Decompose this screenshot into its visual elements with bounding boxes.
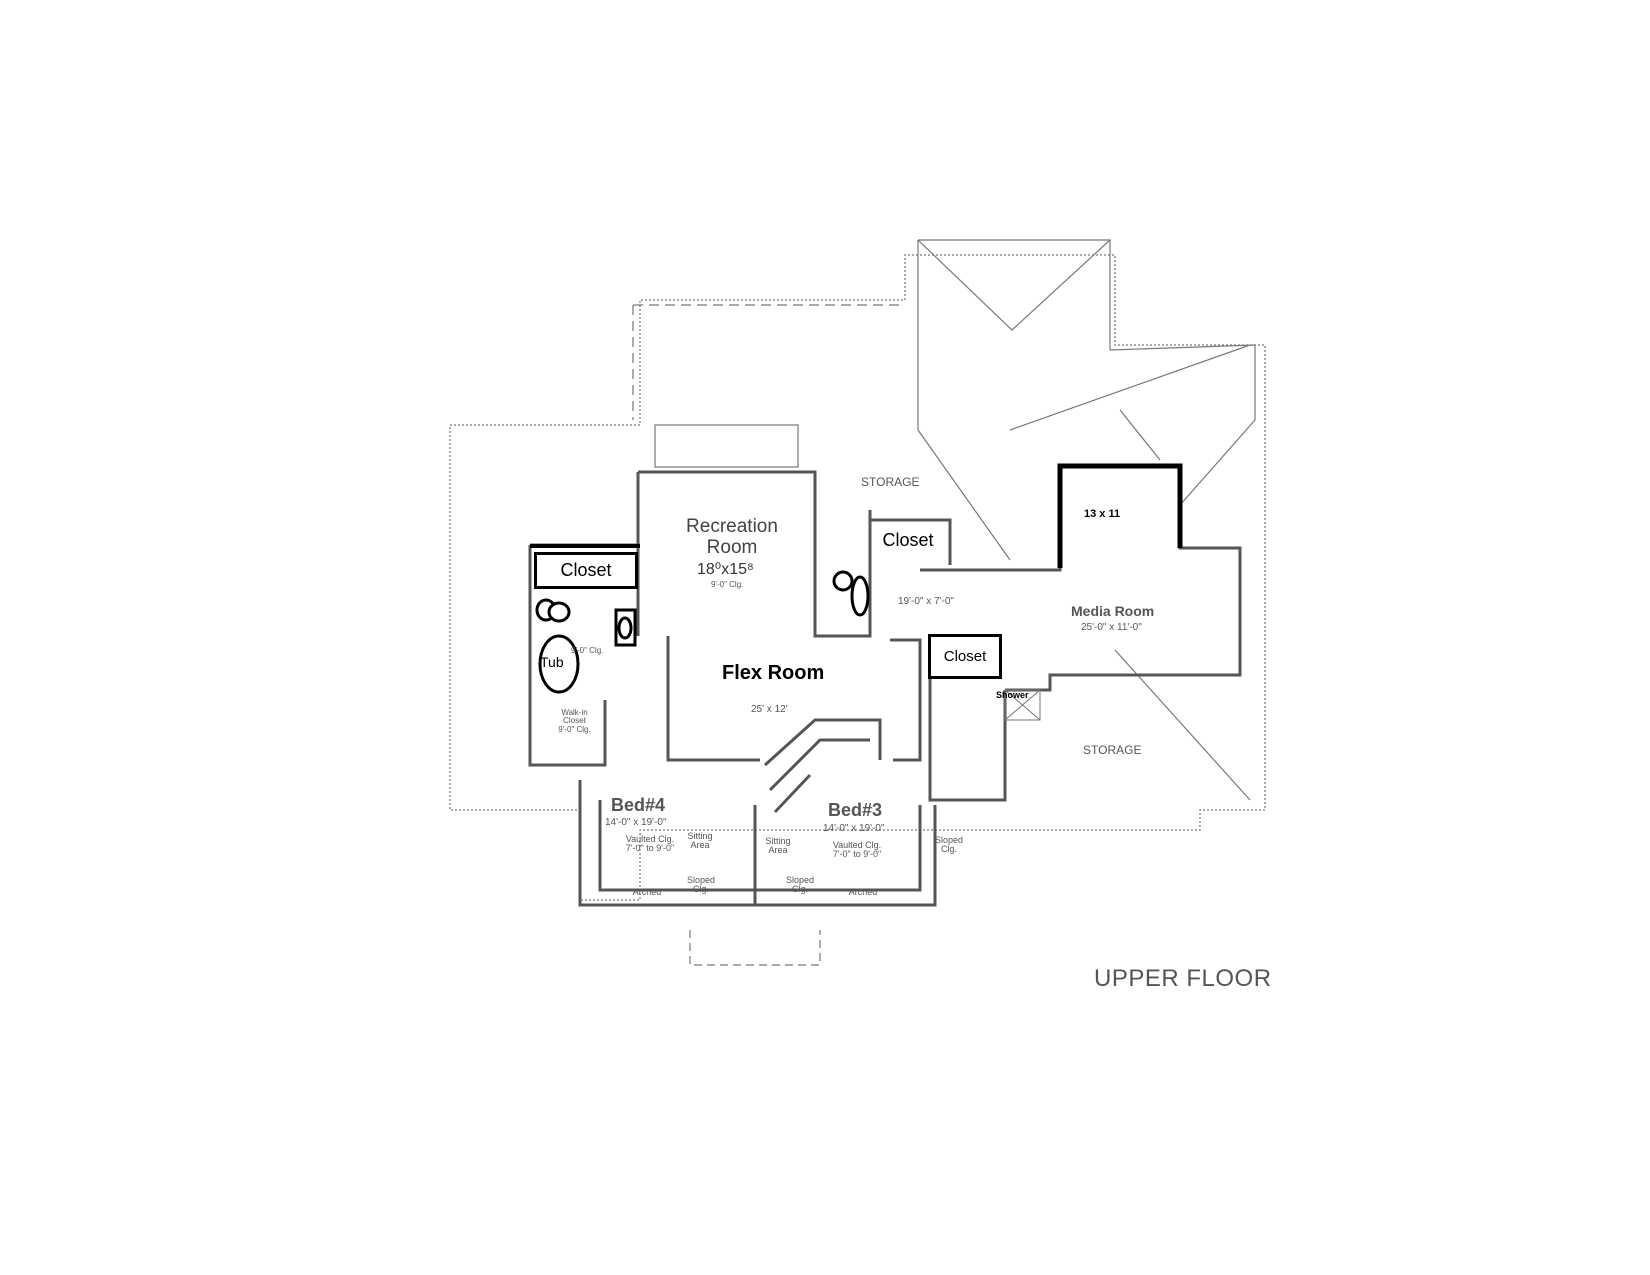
- closet-box-right: Closet: [928, 634, 1002, 679]
- floor-title: UPPER FLOOR: [1094, 965, 1272, 992]
- sloped-clg-left: Sloped Clg.: [686, 875, 716, 895]
- toilet-shape-3: [850, 575, 870, 617]
- shower-x: [1004, 689, 1041, 721]
- closet-label-right: Closet: [943, 648, 987, 665]
- stair: [763, 718, 882, 814]
- flex-room-dims: 25' x 12': [751, 704, 788, 715]
- chimney-box: [654, 424, 799, 468]
- arched-right: Arched: [848, 887, 878, 897]
- walkin-closet-label: Walk-in Closet 9'-0" Clg.: [558, 708, 591, 734]
- toilet-shape-4: [832, 570, 854, 592]
- sink-oval: [617, 616, 633, 640]
- closet-walls: [870, 518, 1007, 802]
- bed4-label: Bed#4: [611, 795, 666, 815]
- media-room-dims: 25'-0" x 11'-0": [1081, 622, 1142, 633]
- recreation-room-label: Recreation Room: [686, 516, 778, 558]
- toilet-shape-2: [547, 601, 571, 623]
- closet-label-left: Closet: [560, 560, 612, 580]
- hall-closet-dims: 19'-0" x 7'-0": [898, 596, 954, 607]
- added-room-dims: 13 x 11: [1084, 508, 1121, 520]
- closet-label-middle: Closet: [882, 529, 934, 550]
- sloped-clg-right: Sloped Clg.: [934, 835, 964, 855]
- closet-box-middle: Closet: [870, 524, 946, 556]
- lower-porch-dashed: [689, 930, 821, 966]
- arched-left: Arched: [632, 887, 662, 897]
- added-room-walls: [1057, 463, 1183, 568]
- bed4-dims: 14'-0" x 19'-0": [605, 817, 667, 828]
- media-room-label: Media Room: [1071, 603, 1155, 619]
- tub-label: Tub: [540, 654, 564, 670]
- recreation-room-dims: 18⁰x15⁸: [697, 561, 754, 578]
- closet-box-left: Closet: [534, 552, 638, 589]
- sloped-clg-mid: Sloped Clg.: [785, 875, 815, 895]
- bed4-sitting: Sitting Area: [687, 831, 713, 851]
- bed3-dims: 14'-0" x 19'-0": [823, 823, 885, 834]
- bed4-clg: Vaulted Clg. 7'-0" to 9'-0": [625, 834, 675, 854]
- bed3-sitting: Sitting Area: [765, 836, 791, 856]
- porch-dashed: [632, 304, 905, 420]
- roof-ridges: [917, 239, 1256, 801]
- flex-room-label: Flex Room: [722, 662, 825, 684]
- tub-shape: [538, 634, 580, 694]
- shower-label: Shower: [996, 690, 1029, 700]
- bedrooms-walls: [578, 780, 937, 907]
- recreation-room-clg: 9'-0" Clg.: [711, 580, 744, 589]
- flex-room-walls: [666, 636, 922, 762]
- storage-label-bottom: STORAGE: [1083, 743, 1142, 757]
- rec-room-walls: [636, 470, 872, 638]
- bed3-label: Bed#3: [828, 800, 883, 820]
- bath-clg-label: 9'-0" Clg.: [571, 646, 604, 655]
- storage-label-top: STORAGE: [861, 475, 920, 489]
- shower-box: [1004, 689, 1041, 721]
- bed3-clg: Vaulted Clg. 7'-0" to 9'-0": [832, 840, 882, 860]
